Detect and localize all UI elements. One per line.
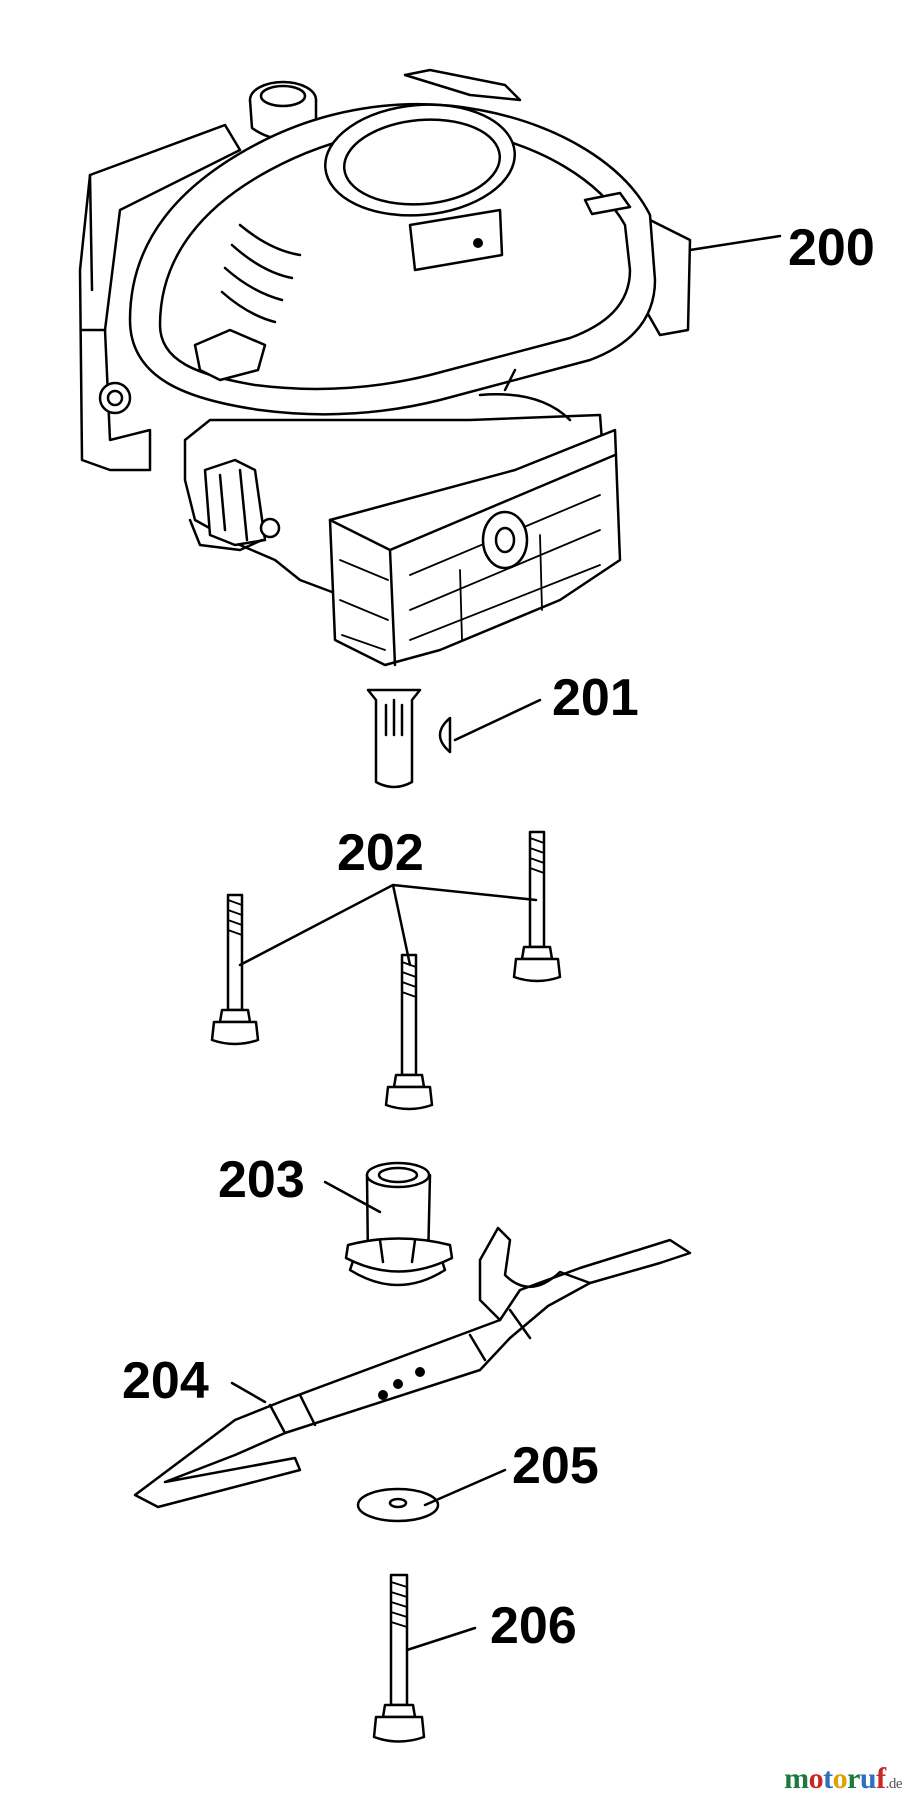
callout-203: 203 [218, 1151, 305, 1209]
watermark-letter: r [847, 1762, 860, 1795]
hub-part-203 [344, 1161, 454, 1287]
key-part-201 [366, 688, 452, 789]
callout-204: 204 [122, 1352, 209, 1410]
washer-part-205 [356, 1487, 440, 1523]
watermark-letter: t [823, 1762, 833, 1795]
callout-201: 201 [552, 669, 639, 727]
leader-lines [230, 234, 782, 1652]
watermark-text: motoruf [784, 1762, 886, 1795]
callout-206: 206 [490, 1597, 577, 1655]
blade-part-204 [133, 1226, 692, 1509]
callout-200: 200 [788, 219, 875, 277]
blade-bolt-part-206 [372, 1573, 426, 1743]
watermark-letter: u [859, 1762, 877, 1795]
watermark-suffix: .de [885, 1776, 903, 1792]
watermark-letter: o [832, 1762, 848, 1795]
watermark-letter: f [876, 1762, 886, 1795]
watermark-letter: o [808, 1762, 824, 1795]
engine-part-200 [78, 68, 692, 667]
watermark-logo: motoruf.de [784, 1762, 902, 1796]
callout-205: 205 [512, 1437, 599, 1495]
callout-202: 202 [337, 824, 424, 882]
bolts-part-202 [210, 830, 562, 1111]
watermark-letter: m [784, 1762, 809, 1795]
